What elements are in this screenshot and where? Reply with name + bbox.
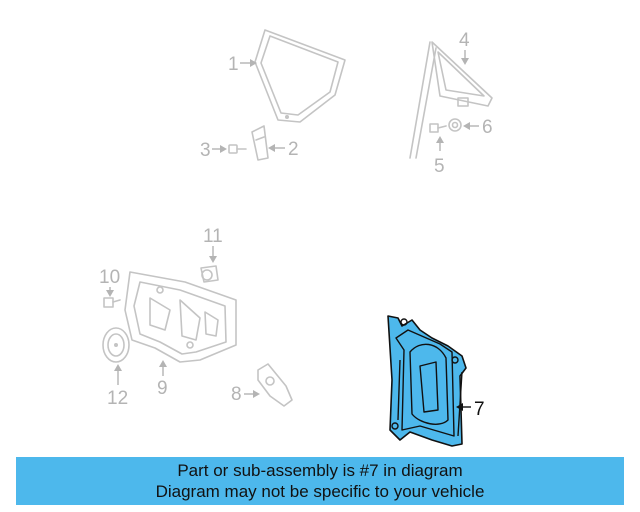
- part-2-glass-clip: [251, 125, 269, 161]
- svg-text:3: 3: [200, 140, 211, 161]
- callout-4: 4: [459, 30, 470, 65]
- svg-text:4: 4: [459, 30, 470, 51]
- callout-3: 3: [200, 140, 227, 161]
- part-7-window-regulator: [387, 315, 467, 447]
- callout-7: 7: [456, 399, 485, 420]
- callout-6: 6: [463, 117, 493, 138]
- part-9-door-module: [124, 271, 237, 363]
- svg-text:7: 7: [474, 399, 485, 420]
- part-1-door-glass: [254, 29, 346, 123]
- callout-1: 1: [228, 54, 257, 75]
- part-4-quarter-glass: [409, 41, 493, 159]
- callout-10: 10: [99, 267, 120, 297]
- part-11-grommet: [200, 265, 219, 283]
- callout-12: 12: [107, 364, 128, 409]
- callout-8: 8: [231, 384, 260, 405]
- svg-text:2: 2: [288, 139, 299, 160]
- callout-5: 5: [434, 136, 445, 177]
- callout-9: 9: [157, 360, 168, 399]
- part-8-motor: [257, 363, 293, 407]
- svg-text:1: 1: [228, 54, 239, 75]
- svg-text:5: 5: [434, 156, 445, 177]
- svg-text:9: 9: [157, 378, 168, 399]
- callout-11: 11: [203, 226, 223, 263]
- callout-2: 2: [268, 139, 299, 160]
- part-info-banner: Part or sub-assembly is #7 in diagram Di…: [16, 457, 624, 505]
- part-12-pulley: [102, 327, 130, 363]
- part-3-bolt: [228, 144, 247, 154]
- part-10-bolt: [103, 297, 121, 308]
- part-6-nut: [448, 118, 462, 132]
- svg-text:10: 10: [99, 267, 120, 288]
- banner-line-2: Diagram may not be specific to your vehi…: [155, 482, 485, 501]
- svg-text:6: 6: [482, 117, 493, 138]
- svg-text:11: 11: [203, 226, 223, 247]
- part-5-screw: [429, 123, 447, 133]
- svg-text:8: 8: [231, 384, 242, 405]
- svg-text:12: 12: [107, 388, 128, 409]
- banner-line-1: Part or sub-assembly is #7 in diagram: [177, 461, 463, 480]
